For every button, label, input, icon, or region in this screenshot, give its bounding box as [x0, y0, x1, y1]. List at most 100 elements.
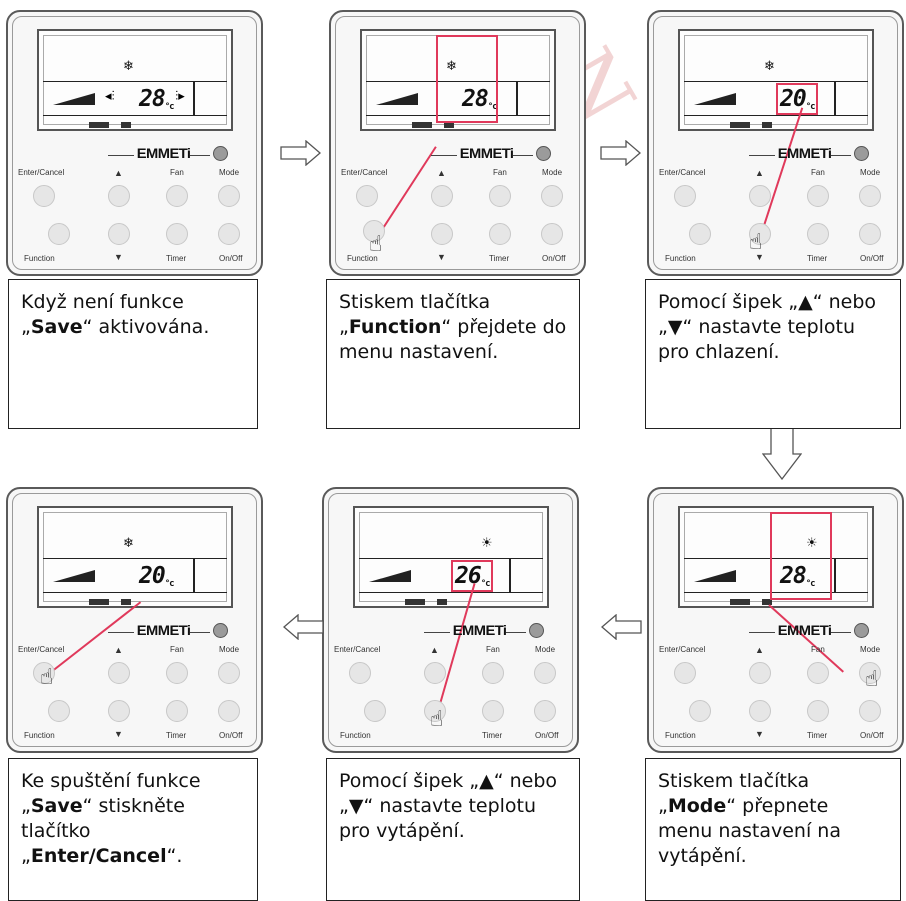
caption-step-4: Stiskem tlačítka „Mode“ přepnete menu na…	[645, 758, 901, 901]
lcd-label-right	[121, 122, 131, 128]
enter-cancel-button[interactable]	[349, 662, 371, 684]
up-button[interactable]	[424, 662, 446, 684]
fan-right-icon: ⫶▸	[175, 89, 185, 104]
lcd-label-left	[730, 122, 750, 128]
up-button[interactable]	[431, 185, 453, 207]
up-button[interactable]	[749, 662, 771, 684]
mode-button[interactable]	[534, 662, 556, 684]
hand-pointer-icon: ☝	[430, 707, 444, 732]
function-button[interactable]	[48, 700, 70, 722]
timer-button[interactable]	[489, 223, 511, 245]
fan-speed-ramp	[53, 570, 95, 582]
on-off-button[interactable]	[859, 700, 881, 722]
brand-logo: EMMETi	[136, 145, 191, 161]
panel-frame	[12, 16, 257, 270]
mode-label: Mode	[219, 645, 240, 654]
up-button[interactable]	[749, 185, 771, 207]
lcd-display: ❄ ◂⫶ 28°c ⫶▸	[37, 29, 233, 131]
enter-cancel-button[interactable]	[33, 185, 55, 207]
enter-cancel-button[interactable]	[674, 185, 696, 207]
fan-speed-ramp	[369, 570, 411, 582]
enter-cancel-label: Enter/Cancel	[341, 168, 388, 177]
timer-label: Timer	[166, 254, 187, 263]
on-off-button[interactable]	[534, 700, 556, 722]
on-off-label: On/Off	[542, 254, 566, 263]
timer-button[interactable]	[807, 223, 829, 245]
power-led	[854, 623, 869, 638]
down-button[interactable]	[749, 700, 771, 722]
panel-frame	[335, 16, 580, 270]
hand-pointer-icon: ☝	[749, 230, 763, 255]
down-button[interactable]	[431, 223, 453, 245]
temperature-display: 20°c	[139, 563, 175, 589]
mode-label: Mode	[542, 168, 563, 177]
remote-panel-4: ☀ 28°c EMMETi Enter/Cancel ▲ Fan Mode ☝ …	[647, 487, 904, 753]
cool-mode-icon: ❄	[446, 59, 457, 74]
timer-label: Timer	[166, 731, 187, 740]
mode-button[interactable]	[859, 185, 881, 207]
caption-step-3: Pomocí šipek „▲“ nebo „▼“ nastavte teplo…	[645, 279, 901, 429]
enter-cancel-button[interactable]	[33, 662, 55, 684]
down-label: ▼	[437, 252, 446, 262]
down-label: ▼	[755, 252, 764, 262]
on-off-button[interactable]	[859, 223, 881, 245]
timer-button[interactable]	[482, 700, 504, 722]
lcd-label-left	[89, 599, 109, 605]
function-button[interactable]	[48, 223, 70, 245]
timer-button[interactable]	[166, 700, 188, 722]
remote-panel-3: ❄ 20°c EMMETi Enter/Cancel ▲ Fan Mode ☝ …	[647, 10, 904, 276]
on-off-button[interactable]	[218, 223, 240, 245]
down-button[interactable]	[424, 700, 446, 722]
fan-button[interactable]	[807, 185, 829, 207]
timer-button[interactable]	[807, 700, 829, 722]
fan-button[interactable]	[489, 185, 511, 207]
enter-cancel-button[interactable]	[356, 185, 378, 207]
fan-button[interactable]	[166, 662, 188, 684]
up-label: ▲	[114, 168, 123, 178]
function-button[interactable]	[689, 700, 711, 722]
lcd-label-right	[121, 599, 131, 605]
mode-button[interactable]	[859, 662, 881, 684]
function-button[interactable]	[364, 700, 386, 722]
down-label: ▼	[755, 729, 764, 739]
function-button[interactable]	[689, 223, 711, 245]
down-button[interactable]	[108, 700, 130, 722]
hand-pointer-icon: ☝	[40, 665, 54, 690]
enter-cancel-button[interactable]	[674, 662, 696, 684]
up-button[interactable]	[108, 185, 130, 207]
panel-frame	[12, 493, 257, 747]
timer-label: Timer	[489, 254, 510, 263]
timer-button[interactable]	[166, 223, 188, 245]
function-label: Function	[665, 254, 696, 263]
up-button[interactable]	[108, 662, 130, 684]
arrow-right-icon	[600, 140, 641, 166]
fan-speed-ramp	[53, 93, 95, 105]
remote-panel-1: ❄ ◂⫶ 28°c ⫶▸ EMMETi Enter/Cancel ▲ Fan M…	[6, 10, 263, 276]
power-led	[213, 623, 228, 638]
on-off-button[interactable]	[541, 223, 563, 245]
function-button[interactable]	[363, 220, 385, 242]
arrow-right-icon	[280, 140, 321, 166]
temperature-display: 28°c	[139, 86, 175, 112]
mode-button[interactable]	[218, 185, 240, 207]
on-off-label: On/Off	[860, 731, 884, 740]
lcd-display: ❄ 20°c	[678, 29, 874, 131]
mode-button[interactable]	[218, 662, 240, 684]
fan-button[interactable]	[166, 185, 188, 207]
timer-label: Timer	[807, 254, 828, 263]
fan-button[interactable]	[807, 662, 829, 684]
down-button[interactable]	[108, 223, 130, 245]
brand-logo: EMMETi	[136, 622, 191, 638]
lcd-display: ❄ 20°c	[37, 506, 233, 608]
fan-button[interactable]	[482, 662, 504, 684]
lcd-label-left	[730, 599, 750, 605]
fan-speed-ramp	[376, 93, 418, 105]
power-led	[854, 146, 869, 161]
on-off-button[interactable]	[218, 700, 240, 722]
mode-label: Mode	[860, 168, 881, 177]
lcd-label-right	[762, 599, 772, 605]
timer-label: Timer	[482, 731, 503, 740]
temperature-display: 28°c	[462, 86, 498, 112]
down-button[interactable]	[749, 223, 771, 245]
mode-button[interactable]	[541, 185, 563, 207]
